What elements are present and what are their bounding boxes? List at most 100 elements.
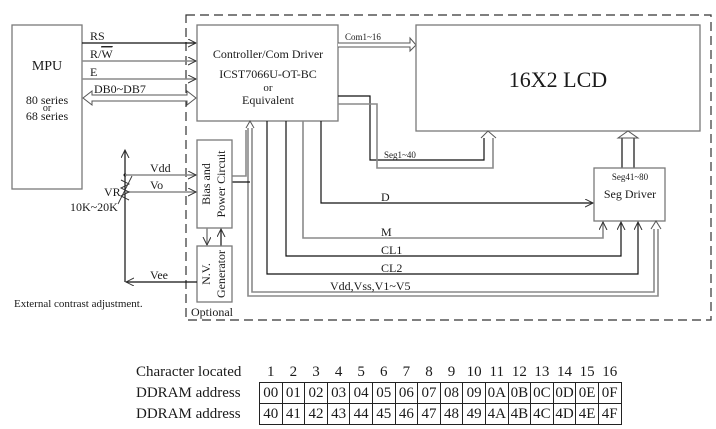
mpu-series-80: 80 series (26, 93, 69, 107)
address-cell: 03 (326, 382, 351, 404)
address-cell: 43 (326, 403, 351, 425)
controller-box (196, 24, 339, 122)
lcd-title: 16X2 LCD (509, 67, 607, 92)
d-label: D (381, 190, 390, 204)
position-cell: 7 (402, 364, 411, 380)
controller-equivalent: Equivalent (242, 93, 295, 107)
address-cell: 4E (575, 403, 599, 425)
power-arrowhead-seg (650, 220, 662, 230)
potentiometer-wiper-icon (117, 175, 133, 205)
address-cell: 0C (530, 382, 554, 404)
row-label: Character located (136, 364, 242, 381)
vee-label: Vee (150, 268, 168, 282)
address-cell: 01 (281, 382, 306, 404)
address-cell: 4D (552, 403, 577, 425)
address-cell: 47 (417, 403, 441, 425)
address-cell: 06 (394, 382, 419, 404)
seg41-80-arrowhead (616, 130, 640, 139)
m-label: M (381, 225, 392, 239)
address-cell: 00 (259, 382, 283, 404)
position-cell: 12 (511, 364, 527, 380)
address-cell: 08 (439, 382, 464, 404)
address-cell: 44 (349, 403, 373, 425)
seg1-40-line-a (338, 95, 485, 161)
external-contrast-note: External contrast adjustment. (14, 298, 143, 310)
seg1-40-label: Seg1~40 (384, 150, 416, 160)
mpu-series-68: 68 series (26, 109, 69, 123)
address-cell: 4B (507, 403, 532, 425)
position-cell: 14 (557, 364, 573, 380)
bias-power-box (196, 139, 233, 229)
character-position-row: Character located 1 2 3 4 5 6 7 8 9 10 1… (136, 362, 621, 383)
cl1-line (285, 121, 621, 257)
address-cell: 09 (462, 382, 486, 404)
address-cell: 04 (349, 382, 373, 404)
address-cell: 4C (530, 403, 554, 425)
nv-label-1: N.V. (199, 263, 213, 285)
seg1-40-line-b (338, 103, 494, 169)
mpu-or: or (43, 103, 52, 114)
nv-generator-box (196, 245, 233, 303)
address-cell: 0F (597, 382, 622, 404)
address-cell: 0D (552, 382, 577, 404)
address-cell: 0B (507, 382, 532, 404)
cl2-label: CL2 (381, 261, 402, 275)
bias-label-2: Power Circuit (214, 150, 228, 218)
ddram-line2-row: DDRAM address 40 41 42 43 44 45 46 47 48… (136, 403, 622, 425)
address-cell: 0E (575, 382, 599, 404)
position-cell: 5 (357, 364, 365, 380)
db-bus-arrow (82, 89, 197, 107)
cl2-line (266, 121, 638, 275)
rw-label: R/W (90, 47, 113, 61)
seg-driver-sub: Seg41~80 (612, 172, 649, 182)
bias-label-1: Bias and (199, 163, 213, 205)
address-cell: 48 (439, 403, 464, 425)
lcd-box (415, 24, 701, 132)
address-cell: 0A (484, 382, 509, 404)
nv-label-2: Generator (214, 250, 228, 298)
position-cell: 4 (334, 364, 343, 380)
position-cell: 2 (289, 364, 298, 380)
address-cell: 05 (371, 382, 396, 404)
vdd-label: Vdd (150, 161, 171, 175)
mpu-title: MPU (32, 59, 62, 74)
address-cell: 45 (371, 403, 396, 425)
power-label: Vdd,Vss,V1~V5 (330, 279, 411, 293)
position-cell: 6 (380, 364, 388, 380)
address-cell: 41 (281, 403, 306, 425)
address-cell: 4A (484, 403, 509, 425)
address-cell: 40 (259, 403, 283, 425)
seg-driver-box (593, 167, 666, 222)
address-cell: 49 (462, 403, 486, 425)
ddram-line1-row: DDRAM address 00 01 02 03 04 05 06 07 08… (136, 382, 622, 404)
optional-label: Optional (191, 305, 234, 319)
row-label: DDRAM address (136, 385, 241, 401)
position-cell: 1 (267, 364, 275, 380)
power-line-a (247, 127, 659, 297)
position-cell: 13 (534, 364, 550, 380)
position-cell: 11 (489, 364, 504, 380)
vo-label: Vo (150, 178, 163, 192)
power-line-b (251, 127, 655, 293)
module-boundary (185, 14, 712, 321)
address-cell: 4F (597, 403, 622, 425)
position-cell: 16 (602, 364, 618, 380)
address-cell: 07 (417, 382, 441, 404)
controller-or: or (263, 82, 273, 94)
position-cell: 9 (447, 364, 456, 380)
e-label: E (90, 65, 97, 79)
rs-label: RS (90, 29, 105, 43)
vr-label: VR (104, 185, 121, 199)
position-cell: 8 (425, 364, 433, 380)
mpu-box (11, 24, 83, 190)
position-cell: 10 (466, 364, 482, 380)
address-cell: 02 (304, 382, 328, 404)
controller-part: ICST7066U-OT-BC (219, 67, 317, 81)
vr-range-label: 10K~20K (70, 200, 118, 214)
seg-driver-title: Seg Driver (604, 187, 656, 201)
position-cell: 3 (312, 364, 320, 380)
ddram-address-table: Character located 1 2 3 4 5 6 7 8 9 10 1… (136, 362, 622, 425)
address-cell: 42 (304, 403, 328, 425)
bias-to-ctrl-line (232, 130, 247, 177)
